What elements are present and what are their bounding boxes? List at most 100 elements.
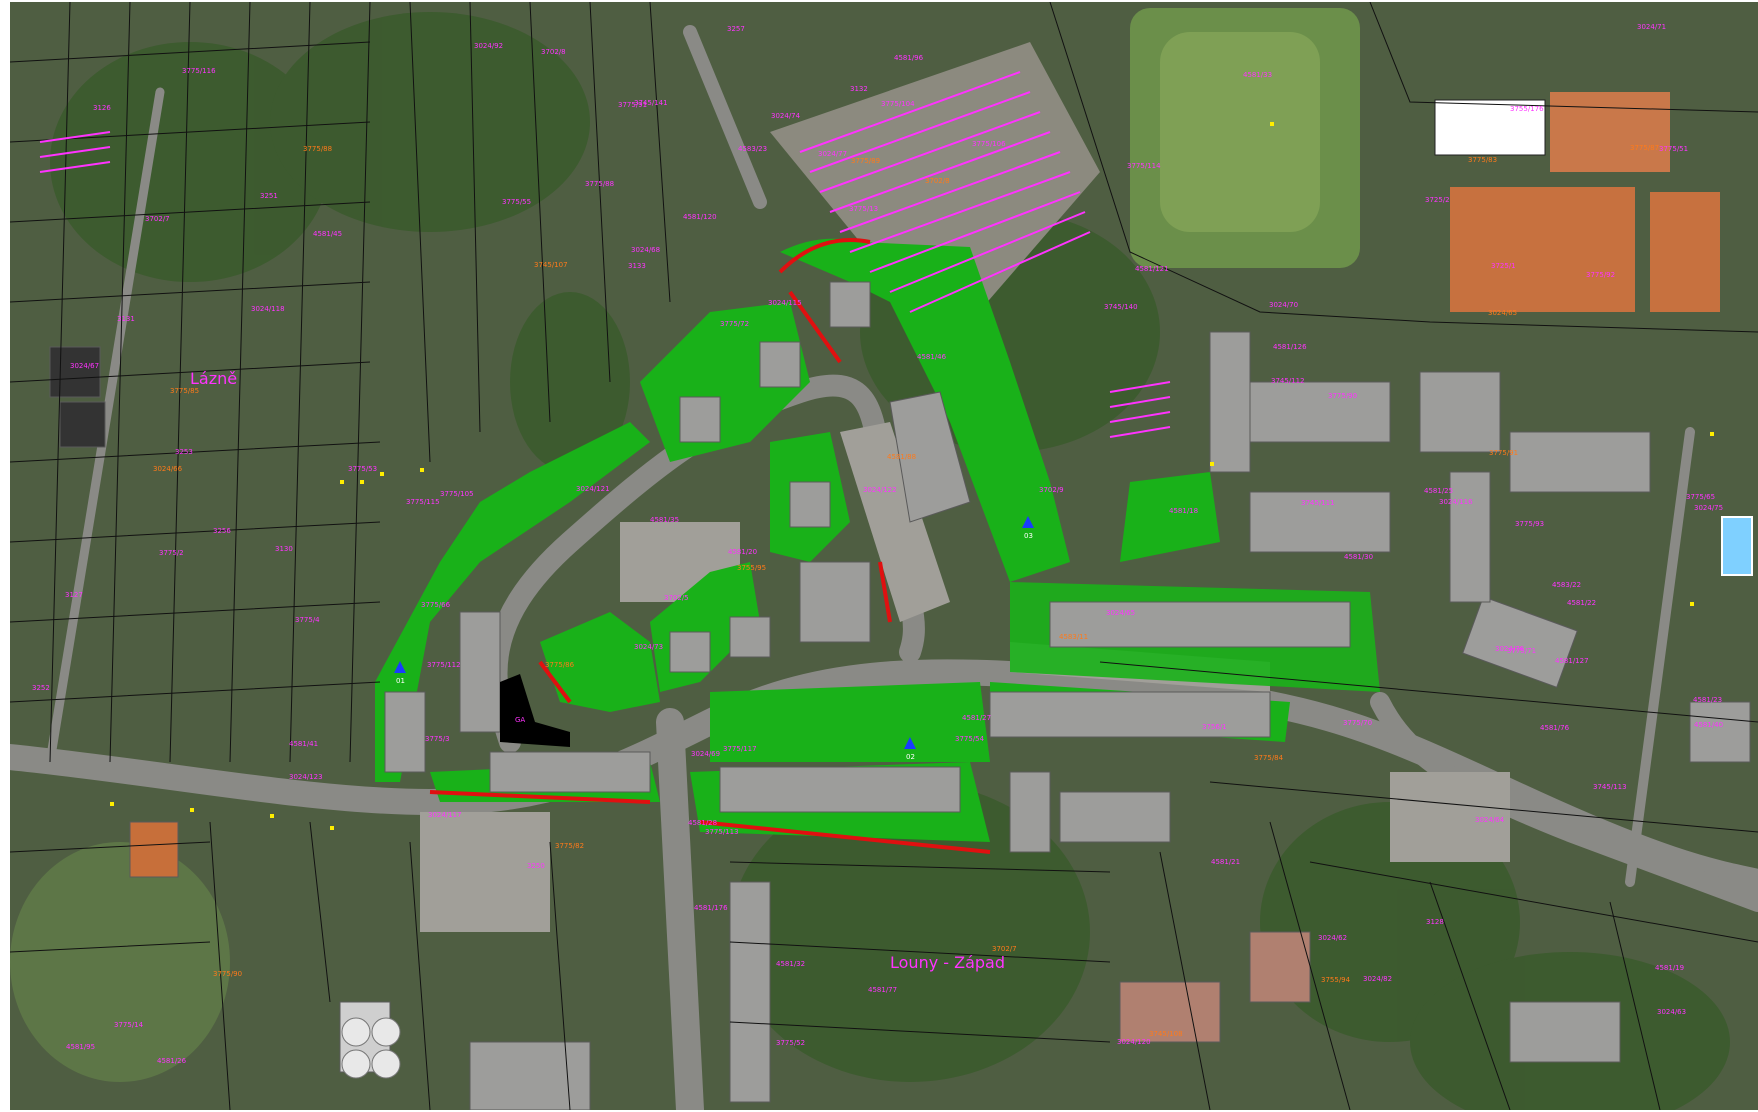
parcel-label: 3133 [628, 262, 646, 270]
parcel-labels: 3775/1063775/1053775/1043775/713775/7237… [32, 23, 1723, 1065]
parcel-label: 3132 [850, 85, 868, 93]
parcel-label: 3024/117 [428, 811, 462, 819]
building-label: 3024/66 [153, 465, 183, 473]
parcel-label: 3775/88 [585, 180, 614, 188]
parcel-label: 3252 [32, 684, 50, 692]
cadastral-map: 01 02 03 GA Lázně Louny - Západ 3775/106… [10, 2, 1758, 1110]
parcel-label: 3775/113 [705, 828, 739, 836]
parcel-label: 4583/23 [738, 145, 767, 153]
parcel-label: 4581/21 [1211, 858, 1240, 866]
parcel-label: 3127 [65, 591, 83, 599]
building-label: 4581/88 [887, 453, 916, 461]
parcel-label: 3725/1 [1491, 262, 1516, 270]
survey-points [110, 122, 1714, 830]
parcel-label: 3024/122 [863, 486, 897, 494]
parcel-label: 3024/74 [771, 112, 801, 120]
building-label: 3775/90 [213, 970, 242, 978]
parcel-label: 3024/121 [576, 485, 610, 493]
parcel-label: 4581/126 [1273, 343, 1307, 351]
black-area-label: GA [515, 716, 525, 724]
parcel-label: 3702/7 [145, 215, 170, 223]
parcel-label: 4581/23 [1693, 696, 1722, 704]
red-edges [429, 238, 991, 854]
building-label: 3745/107 [534, 261, 568, 269]
tree-canopy [10, 12, 1730, 1110]
parcel-label: 3128 [1426, 918, 1444, 926]
parcel-label: 4581/127 [1555, 657, 1589, 665]
parcel-label: 4581/27 [962, 714, 991, 722]
parcel-label: 3024/65 [1106, 609, 1135, 617]
parcel-label: 3131 [117, 315, 135, 323]
blue-triangle-marker-west[interactable] [394, 661, 406, 673]
black-area-polygon[interactable] [500, 674, 570, 747]
parcel-label: 3745/112 [1271, 377, 1305, 385]
parcel-label: 3745/113 [1593, 783, 1627, 791]
parcel-label: 3775/72 [720, 320, 749, 328]
building-label: 3775/82 [555, 842, 584, 850]
parcel-label: 3775/3 [425, 735, 450, 743]
parcel-label: 4583/22 [1552, 581, 1581, 589]
parcel-label: 4581/41 [289, 740, 318, 748]
cemetery [770, 42, 1100, 322]
building-label: 3755/95 [737, 564, 766, 572]
parcel-label: 4581/77 [868, 986, 897, 994]
parcel-label: 3024/120 [1117, 1038, 1151, 1046]
storage-tanks [341, 1017, 401, 1079]
parcel-label: 3702/5 [664, 594, 689, 602]
parcel-label: 3251 [260, 192, 278, 200]
parcel-label: 3702/9 [1039, 486, 1064, 494]
parcel-label: 4581/95 [66, 1043, 95, 1051]
parcel-label: 3024/123 [289, 773, 323, 781]
buildings [49, 281, 1751, 1110]
parcel-label: 3024/71 [1637, 23, 1666, 31]
building-label: 3745/108 [1149, 1030, 1183, 1038]
parcel-label: 3775/116 [182, 67, 216, 75]
parcel-label: 4581/45 [313, 230, 342, 238]
marker-center-label: 02 [906, 753, 915, 761]
parcel-label: 4581/19 [1655, 964, 1684, 972]
parcel-label: 3775/4 [295, 616, 320, 624]
parcel-label: 4581/25 [1424, 487, 1453, 495]
parcel-label: 3024/69 [691, 750, 720, 758]
parcel-label: 3725/2 [1425, 196, 1450, 204]
blue-triangle-marker-center[interactable] [904, 737, 916, 749]
blue-triangle-marker-east[interactable] [1022, 516, 1034, 528]
parcel-label: 4581/76 [1540, 724, 1570, 732]
building-label: 4583/11 [1059, 633, 1088, 641]
cadastral-map-viewport[interactable]: 01 02 03 GA Lázně Louny - Západ 3775/106… [10, 2, 1758, 1110]
parcel-label: 3024/82 [1363, 975, 1392, 983]
parcel-label: 3775/53 [348, 465, 377, 473]
parcel-label: 3024/75 [1694, 504, 1723, 512]
parcel-label: 3024/67 [70, 362, 99, 370]
parcel-label: 4581/20 [728, 548, 757, 556]
parcel-label: 4581/120 [683, 213, 717, 221]
building-label: 3755/94 [1321, 976, 1351, 984]
parcel-label: 4581/40 [1694, 721, 1723, 729]
parcel-label: 4581/32 [776, 960, 805, 968]
building-label: 3775/83 [1468, 156, 1497, 164]
marker-east-label: 03 [1024, 532, 1033, 540]
parcel-label: 3775/54 [955, 735, 985, 743]
parcel-label: 3775/70 [1343, 719, 1372, 727]
parcel-label: 4581/46 [917, 353, 947, 361]
parcel-label: 3745/140 [1104, 303, 1138, 311]
building-label: 3775/86 [545, 661, 575, 669]
parcel-label: 3024/70 [1269, 301, 1298, 309]
parcel-label: 3024/116 [1439, 498, 1473, 506]
parcel-label: 3130 [275, 545, 293, 553]
sports-field [1130, 8, 1360, 268]
parcel-label: 3775/13 [849, 205, 878, 213]
parcel-label: 3024/118 [251, 305, 285, 313]
parcel-label: 3775/71 [1507, 647, 1536, 655]
parcel-label: 3024/62 [1318, 934, 1347, 942]
parcel-label: 4581/30 [1344, 553, 1373, 561]
parcel-label: 3024/77 [818, 150, 847, 158]
parcel-label: 4581/35 [650, 516, 679, 524]
parcel-label: 3024/63 [1657, 1008, 1686, 1016]
parcel-label: 3756/1 [1202, 723, 1227, 731]
map-markers: 01 02 03 GA [394, 516, 1034, 761]
grave-plot-marks [39, 71, 1171, 438]
building-label: 3775/89 [851, 157, 880, 165]
building-label: 3775/88 [303, 145, 332, 153]
building-label: 3702/8 [925, 177, 950, 185]
